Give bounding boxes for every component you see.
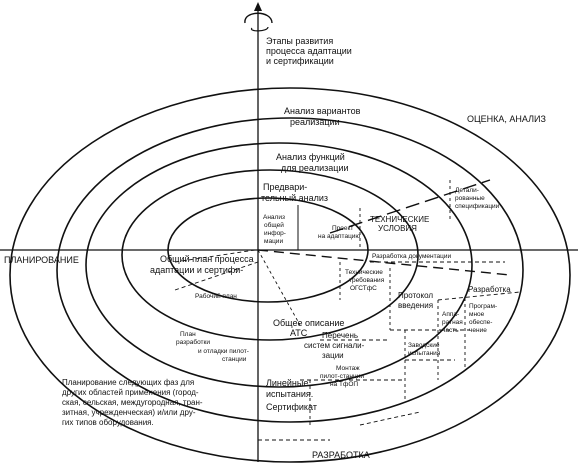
label-adaptation-project: Проект на адаптацию	[318, 225, 360, 240]
dashed-line-lower	[257, 249, 511, 276]
label-development-box: Разработка	[468, 285, 511, 294]
label-dev-plan: План разработки и отладки пилот- станции	[176, 331, 251, 363]
label-general-description: Общее описание АТС	[273, 318, 347, 338]
ring-2	[56, 117, 524, 423]
rotation-arrow-icon	[244, 2, 273, 32]
divider-lr-13	[359, 411, 421, 426]
label-assessment: ОЦЕНКА, АНАЛИЗ	[467, 114, 546, 124]
label-factory-tests: Заводские испытания	[408, 342, 441, 357]
ring-4	[121, 169, 419, 341]
next-phases-note: Планирование следующих фаз для других об…	[62, 378, 205, 427]
label-protocol: Протокол введения	[398, 291, 435, 310]
label-planning: ПЛАНИРОВАНИЕ	[4, 255, 79, 265]
ring-label-variants: Анализ вариантов реализации	[284, 106, 363, 127]
label-signal-systems: Перечень систем сигнали- зации	[304, 331, 367, 360]
label-tech-req: Технические требования ОГСТфС	[345, 269, 386, 292]
label-general-plan: Общий план процесса адаптации и сертифи-	[150, 254, 256, 275]
label-tech-conditions: ТЕХНИЧЕСКИЕ УСЛОВИЯ	[370, 215, 432, 233]
label-development: РАЗРАБОТКА	[312, 450, 370, 460]
label-work-plan: Рабочий план	[195, 292, 237, 300]
axis-caption: Этапы развития процесса адаптации и серт…	[266, 36, 354, 66]
label-doc-dev: Разработка документации	[372, 252, 451, 260]
label-software: Програм- мное обеспе- чение	[469, 303, 499, 334]
label-detailed-specs: Детали- рованные спецификации	[455, 187, 500, 210]
divider-left-3	[257, 249, 301, 326]
center-info-analysis: Анализ общей инфор- мации	[263, 214, 288, 245]
ring-3	[85, 142, 473, 388]
ring-label-functions: Анализ функций для реализации	[276, 152, 349, 173]
outer-ring	[9, 87, 571, 463]
label-line-tests: Линейные испытания. Сертификат	[266, 378, 317, 412]
label-pilot-install: Монтаж пилот-станции на ТфОП	[320, 365, 366, 388]
divider-left-2	[174, 261, 259, 291]
label-hardware: Аппа- ратная часть	[442, 311, 465, 334]
dashed-line-upper	[329, 179, 491, 234]
ring-label-preliminary: Предвари- тельный анализ	[261, 182, 328, 203]
